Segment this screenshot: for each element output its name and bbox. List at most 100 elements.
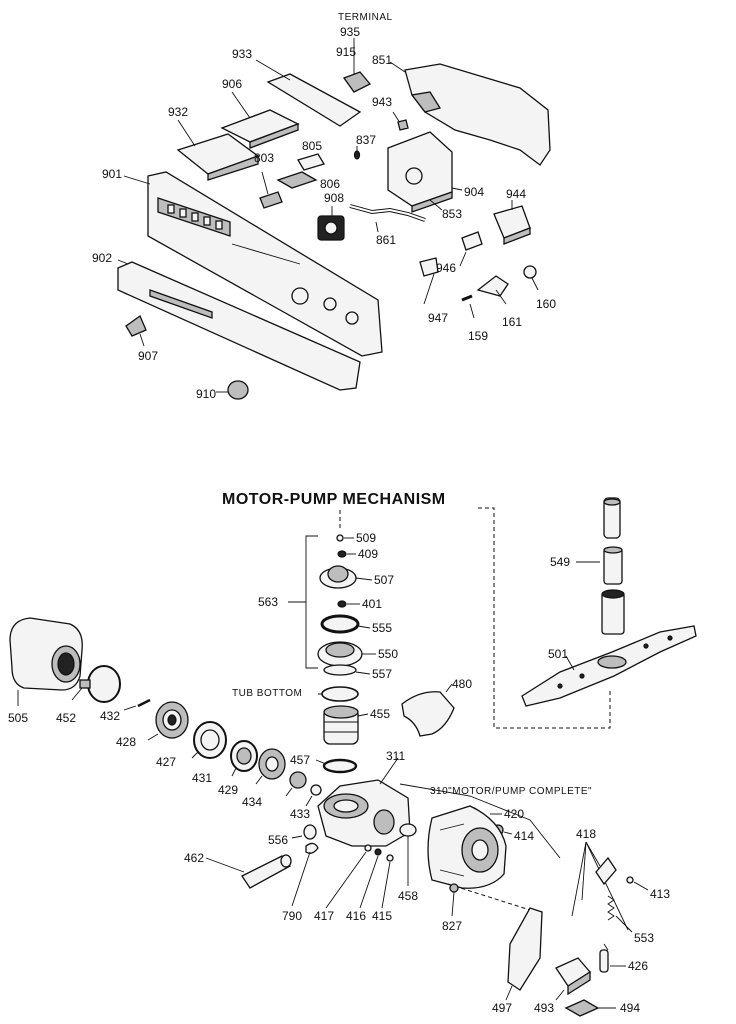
label-932: 932 (168, 105, 188, 119)
part-806-insulator (276, 171, 318, 189)
part-409-washer (337, 550, 356, 558)
part-458-bushing (399, 823, 417, 886)
part-429-impeller (255, 748, 286, 785)
part-413-bracket (595, 856, 649, 891)
motor-dashed-line (447, 883, 531, 911)
part-418-hardware (571, 841, 629, 931)
label-790: 790 (282, 909, 302, 923)
label-805: 805 (302, 139, 322, 153)
part-480-deflector (401, 683, 455, 737)
tub-bottom-ring (321, 686, 359, 702)
part-416-washer (359, 848, 382, 909)
part-932-switch (176, 119, 260, 181)
part-853-screw (429, 199, 443, 211)
part-434-nut (285, 771, 307, 797)
part-944-door-switch (493, 200, 531, 245)
label-413: 413 (650, 887, 670, 901)
part-827-grommet (449, 883, 459, 917)
part-462-hose (205, 854, 292, 889)
label-457: 457 (290, 753, 310, 767)
label-426: 426 (628, 959, 648, 973)
part-311-pump-body (317, 757, 561, 859)
part-902-escutcheon (117, 259, 361, 391)
part-837-spring (353, 146, 361, 160)
label-943: 943 (372, 95, 392, 109)
label-160: 160 (536, 297, 556, 311)
dashed-reference-line (478, 507, 611, 729)
label-906: 906 (222, 77, 242, 91)
part-904-timer (387, 131, 463, 213)
tub-bottom-label: TUB BOTTOM (232, 688, 302, 699)
label-904: 904 (464, 185, 484, 199)
part-494-pad (564, 999, 616, 1017)
part-433-washer (305, 784, 322, 807)
label-555: 555 (372, 621, 392, 635)
part-452-hose-clamp (71, 665, 121, 703)
label-935: 935 (340, 25, 360, 39)
label-946: 946 (436, 261, 456, 275)
label-493: 493 (534, 1001, 554, 1015)
part-505-sump (9, 617, 83, 706)
label-509: 509 (356, 531, 376, 545)
motor-assembly (427, 805, 507, 889)
part-497-motor-bracket (505, 907, 543, 1001)
label-915: 915 (336, 45, 356, 59)
part-160-button (523, 265, 539, 291)
label-494: 494 (620, 1001, 640, 1015)
label-418: 418 (576, 827, 596, 841)
label-480: 480 (452, 677, 472, 691)
label-910: 910 (196, 387, 216, 401)
label-428: 428 (116, 735, 136, 749)
bracket-563 (305, 535, 318, 669)
part-946-clip (459, 231, 483, 267)
label-556: 556 (268, 833, 288, 847)
label-458: 458 (398, 889, 418, 903)
label-434: 434 (242, 795, 262, 809)
label-908: 908 (324, 191, 344, 205)
label-550: 550 (378, 647, 398, 661)
part-507-wash-arm-hub (319, 565, 373, 589)
part-549-spray-tower (576, 497, 625, 635)
part-159-pin (461, 294, 475, 319)
part-493-mount (555, 957, 591, 1001)
label-497: 497 (492, 1001, 512, 1015)
part-556-clip (291, 824, 317, 840)
label-409: 409 (358, 547, 378, 561)
label-416: 416 (346, 909, 366, 923)
motor-pump-heading: MOTOR-PUMP MECHANISM (222, 491, 446, 508)
label-901: 901 (102, 167, 122, 181)
label-161: 161 (502, 315, 522, 329)
label-415: 415 (372, 909, 392, 923)
part-805-bracket (297, 153, 325, 171)
label-861: 861 (376, 233, 396, 247)
label-803: 803 (254, 151, 274, 165)
part-161-lever (476, 275, 509, 305)
label-851: 851 (372, 53, 392, 67)
part-907-knob (125, 315, 147, 347)
label-553: 553 (634, 931, 654, 945)
part-555-seal-ring (320, 614, 371, 634)
part-906-switch (220, 91, 300, 149)
label-933: 933 (232, 47, 252, 61)
label-455: 455 (370, 707, 390, 721)
label-427: 427 (156, 755, 176, 769)
part-501-lower-spray-arm (521, 625, 697, 707)
label-549: 549 (550, 555, 570, 569)
part-417-screw (325, 844, 372, 909)
label-431: 431 (192, 771, 212, 785)
part-428-impeller (147, 701, 189, 741)
part-910-knob (216, 380, 249, 400)
label-159: 159 (468, 329, 488, 343)
part-401-washer (337, 600, 360, 608)
label-420: 420 (504, 807, 524, 821)
part-915-terminal-block (342, 38, 372, 93)
label-429: 429 (218, 783, 238, 797)
label-432: 432 (100, 709, 120, 723)
terminal-heading: TERMINAL (338, 12, 393, 23)
motor-pump-complete-label: 310"MOTOR/PUMP COMPLETE" (430, 786, 592, 797)
part-851-bracket (389, 61, 551, 166)
label-806: 806 (320, 177, 340, 191)
part-457-clamp (315, 758, 358, 774)
